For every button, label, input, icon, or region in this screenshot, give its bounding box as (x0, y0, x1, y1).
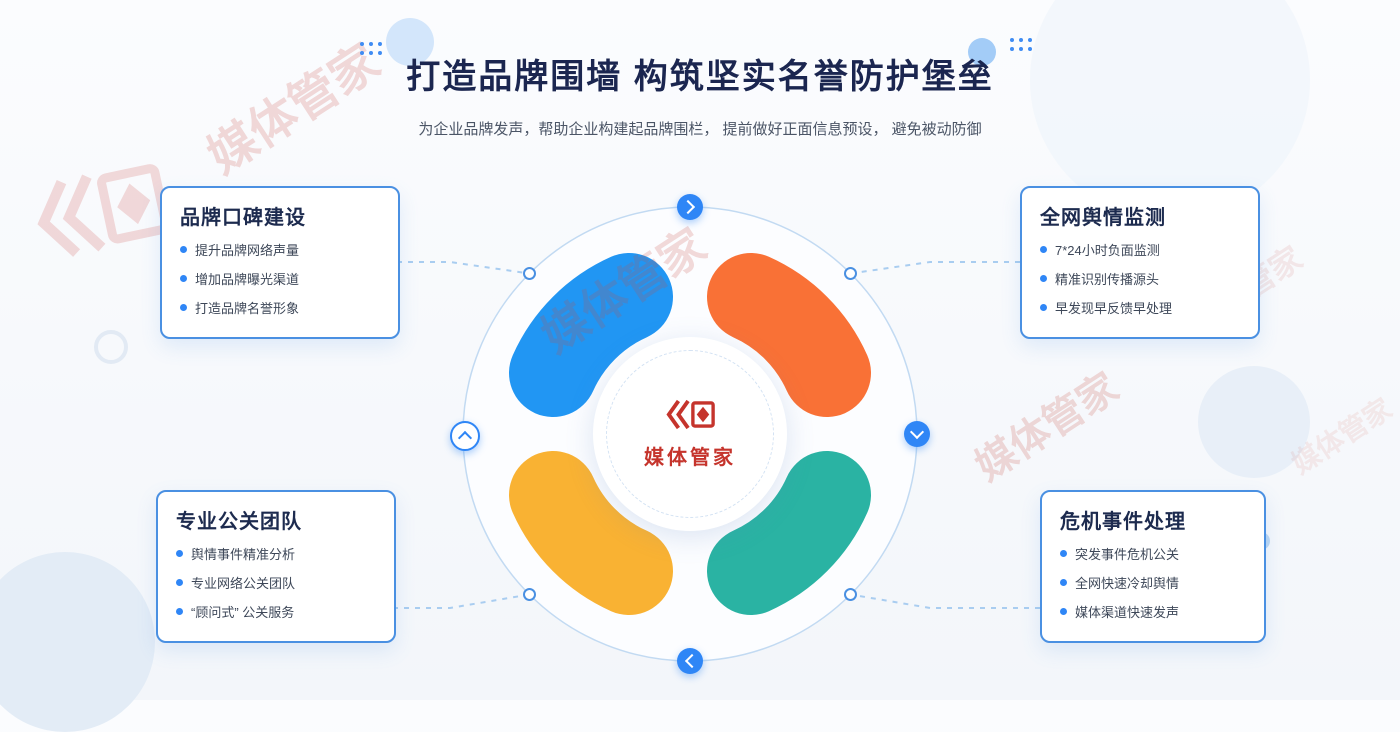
rotate-left-button[interactable] (450, 421, 480, 451)
rotate-right-button[interactable] (904, 421, 930, 447)
list-item: 早发现早反馈早处理 (1040, 298, 1240, 317)
node-top-left (523, 267, 536, 280)
connector-bottom-left (360, 593, 530, 609)
list-item-label: 增加品牌曝光渠道 (195, 272, 300, 287)
list-item-label: 打造品牌名誉形象 (195, 301, 300, 316)
card-title: 品牌口碑建设 (180, 207, 306, 229)
title-decor-circle (386, 18, 434, 66)
list-item: “顾问式” 公关服务 (176, 602, 376, 621)
list-item-label: 精准识别传播源头 (1055, 272, 1160, 287)
node-bottom-left (523, 588, 536, 601)
list-item-label: 提升品牌网络声量 (195, 243, 300, 258)
bullet-dot-icon (1060, 608, 1067, 615)
card-title: 危机事件处理 (1060, 511, 1186, 533)
list-item-label: 专业网络公关团队 (191, 576, 296, 591)
list-item-label: 早发现早反馈早处理 (1055, 301, 1173, 316)
card-title: 专业公关团队 (176, 511, 302, 533)
list-item: 媒体渠道快速发声 (1060, 602, 1246, 621)
list-item: 提升品牌网络声量 (180, 240, 380, 259)
bullet-dot-icon (176, 550, 183, 557)
bullet-dot-icon (1060, 550, 1067, 557)
list-item: 7*24小时负面监测 (1040, 240, 1240, 259)
chevron-right-icon (680, 199, 696, 215)
list-item-label: 突发事件危机公关 (1075, 547, 1180, 562)
list-item-label: “顾问式” 公关服务 (191, 605, 295, 620)
connector-top-right (850, 261, 1020, 275)
list-item-label: 全网快速冷却舆情 (1075, 576, 1180, 591)
list-item-label: 媒体渠道快速发声 (1075, 605, 1180, 620)
bullet-dot-icon (1040, 304, 1047, 311)
segment-top-right (707, 253, 871, 417)
list-item: 增加品牌曝光渠道 (180, 269, 380, 288)
bullet-dot-icon (1040, 246, 1047, 253)
node-top-right (844, 267, 857, 280)
list-item-label: 舆情事件精准分析 (191, 547, 296, 562)
rotate-bottom-button[interactable] (677, 648, 703, 674)
segment-bottom-right (707, 451, 871, 615)
chevron-up-icon (457, 430, 473, 446)
chevron-down-icon (909, 424, 925, 440)
list-item: 打造品牌名誉形象 (180, 298, 380, 317)
background-ring (94, 330, 128, 364)
list-item: 突发事件危机公关 (1060, 544, 1246, 563)
list-item: 舆情事件精准分析 (176, 544, 376, 563)
list-item: 精准识别传播源头 (1040, 269, 1240, 288)
list-item: 专业网络公关团队 (176, 573, 376, 592)
bullet-dot-icon (1060, 579, 1067, 586)
dots-decoration-left (360, 42, 382, 55)
chevron-left-icon (684, 653, 700, 669)
bullet-dot-icon (176, 579, 183, 586)
card-title: 全网舆情监测 (1040, 207, 1166, 229)
bullet-dot-icon (1040, 275, 1047, 282)
list-item: 全网快速冷却舆情 (1060, 573, 1246, 592)
connector-bottom-right (850, 593, 1040, 609)
bullet-dot-icon (180, 246, 187, 253)
node-bottom-right (844, 588, 857, 601)
dots-decoration-right (1010, 38, 1032, 51)
card-crisis-handling: 危机事件处理 突发事件危机公关 全网快速冷却舆情 媒体渠道快速发声 (1040, 490, 1266, 643)
list-item-label: 7*24小时负面监测 (1055, 243, 1160, 258)
card-brand-reputation: 品牌口碑建设 提升品牌网络声量 增加品牌曝光渠道 打造品牌名誉形象 (160, 186, 400, 339)
center-dashed-ring (606, 350, 774, 518)
rotate-top-button[interactable] (677, 194, 703, 220)
card-pr-team: 专业公关团队 舆情事件精准分析 专业网络公关团队 “顾问式” 公关服务 (156, 490, 396, 643)
segment-bottom-left (509, 451, 673, 615)
background-circle (1198, 366, 1310, 478)
page-title: 打造品牌围墙 构筑坚实名誉防护堡垒 (406, 57, 994, 96)
bullet-dot-icon (180, 275, 187, 282)
brand-logo-icon (666, 399, 715, 430)
bullet-dot-icon (176, 608, 183, 615)
background-circle (1030, 0, 1310, 220)
bullet-dot-icon (180, 304, 187, 311)
title-decor-dot (968, 38, 996, 66)
segment-top-left (509, 253, 673, 417)
card-opinion-monitoring: 全网舆情监测 7*24小时负面监测 精准识别传播源头 早发现早反馈早处理 (1020, 186, 1260, 339)
page-subtitle: 为企业品牌发声，帮助企业构建起品牌围栏， 提前做好正面信息预设， 避免被动防御 (418, 121, 982, 138)
center-logo-disc: 媒体管家 (593, 337, 787, 531)
brand-logo-text: 媒体管家 (644, 445, 736, 469)
